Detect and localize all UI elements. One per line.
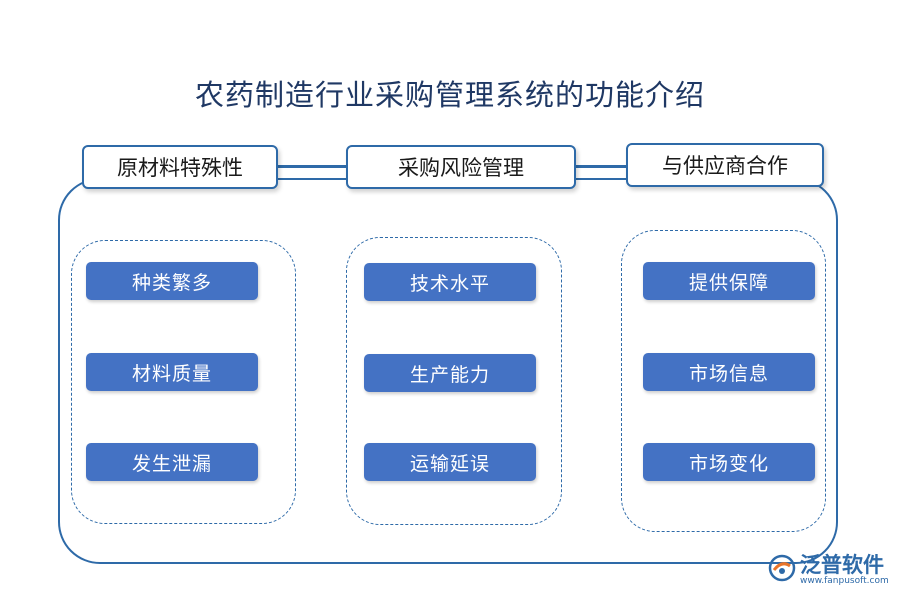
item-provide-guarantee: 提供保障 [643,262,815,300]
item-technical-level: 技术水平 [364,263,536,301]
column-header-risk-management: 采购风险管理 [346,145,576,189]
group-raw-materials [71,240,296,524]
item-material-quality: 材料质量 [86,353,258,391]
brand-url: www.fanpusoft.com [800,575,889,586]
diagram-title: 农药制造行业采购管理系统的功能介绍 [194,78,705,112]
brand-name: 泛普软件 [800,552,884,577]
group-supplier-cooperation [621,230,826,532]
column-header-raw-materials: 原材料特殊性 [82,145,278,189]
group-risk-management [346,237,562,525]
fanpu-logo-icon [768,554,796,586]
item-variety: 种类繁多 [86,262,258,300]
connector-line-left [276,165,348,168]
item-production-capacity: 生产能力 [364,354,536,392]
item-market-change: 市场变化 [643,443,815,481]
connector-line-right [574,165,628,168]
brand-watermark: 泛普软件 www.fanpusoft.com [768,550,889,590]
item-leakage: 发生泄漏 [86,443,258,481]
column-header-supplier-cooperation: 与供应商合作 [626,143,824,187]
item-market-information: 市场信息 [643,353,815,391]
item-transport-delay: 运输延误 [364,443,536,481]
